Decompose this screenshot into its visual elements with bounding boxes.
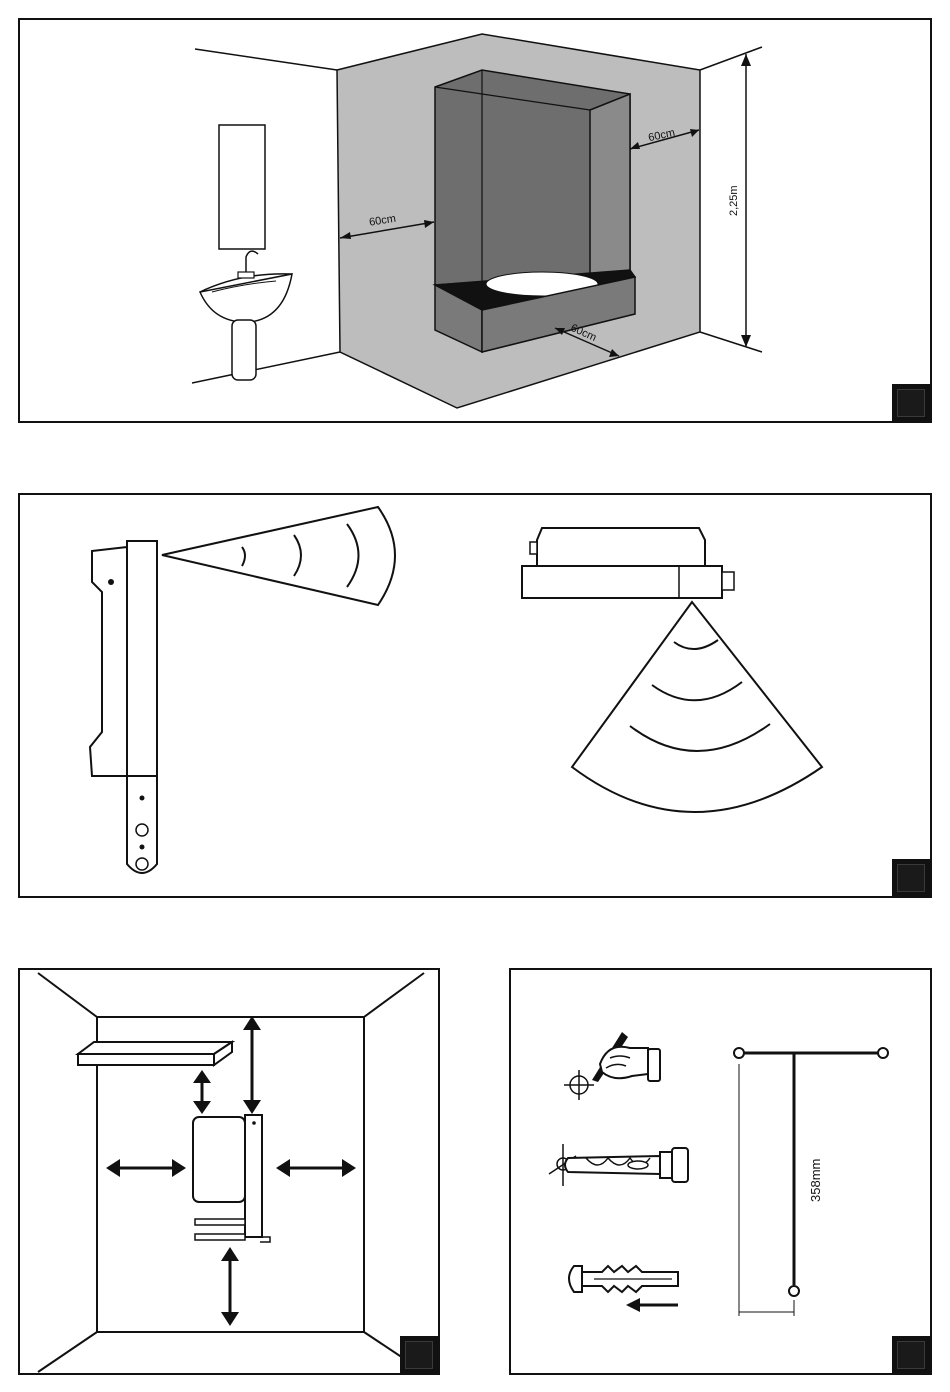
sensor-coverage-illustration <box>20 495 934 900</box>
panel-bathroom-zones: 60cm 60cm 60cm 2,25m <box>18 18 932 423</box>
square-marker <box>892 859 930 897</box>
panel-mounting: 358mm <box>509 968 932 1375</box>
heater-top-view <box>522 528 734 598</box>
square-marker <box>400 1336 438 1374</box>
clearances-illustration <box>20 970 442 1377</box>
dim-label-height: 2,25m <box>728 185 740 216</box>
panel-sensor-coverage <box>18 493 932 898</box>
shelf <box>78 1042 232 1065</box>
mirror <box>219 125 265 249</box>
marking-icon <box>564 1032 660 1100</box>
panel-clearances <box>18 968 440 1375</box>
square-marker <box>892 384 930 422</box>
bathroom-zones-illustration: 60cm 60cm 60cm 2,25m <box>20 20 934 425</box>
dim-label-template: 358mm <box>808 1159 823 1202</box>
heater-side-view <box>90 541 157 873</box>
wall-plug-icon <box>569 1266 678 1312</box>
sensor-cone-horizontal <box>162 507 395 605</box>
sensor-cone-vertical <box>572 602 822 812</box>
dimension-height <box>741 54 751 347</box>
washbasin <box>200 251 292 380</box>
drill-icon <box>549 1144 688 1186</box>
heater-front-view <box>193 1115 270 1242</box>
mounting-illustration: 358mm <box>511 970 934 1377</box>
square-marker <box>892 1336 930 1374</box>
